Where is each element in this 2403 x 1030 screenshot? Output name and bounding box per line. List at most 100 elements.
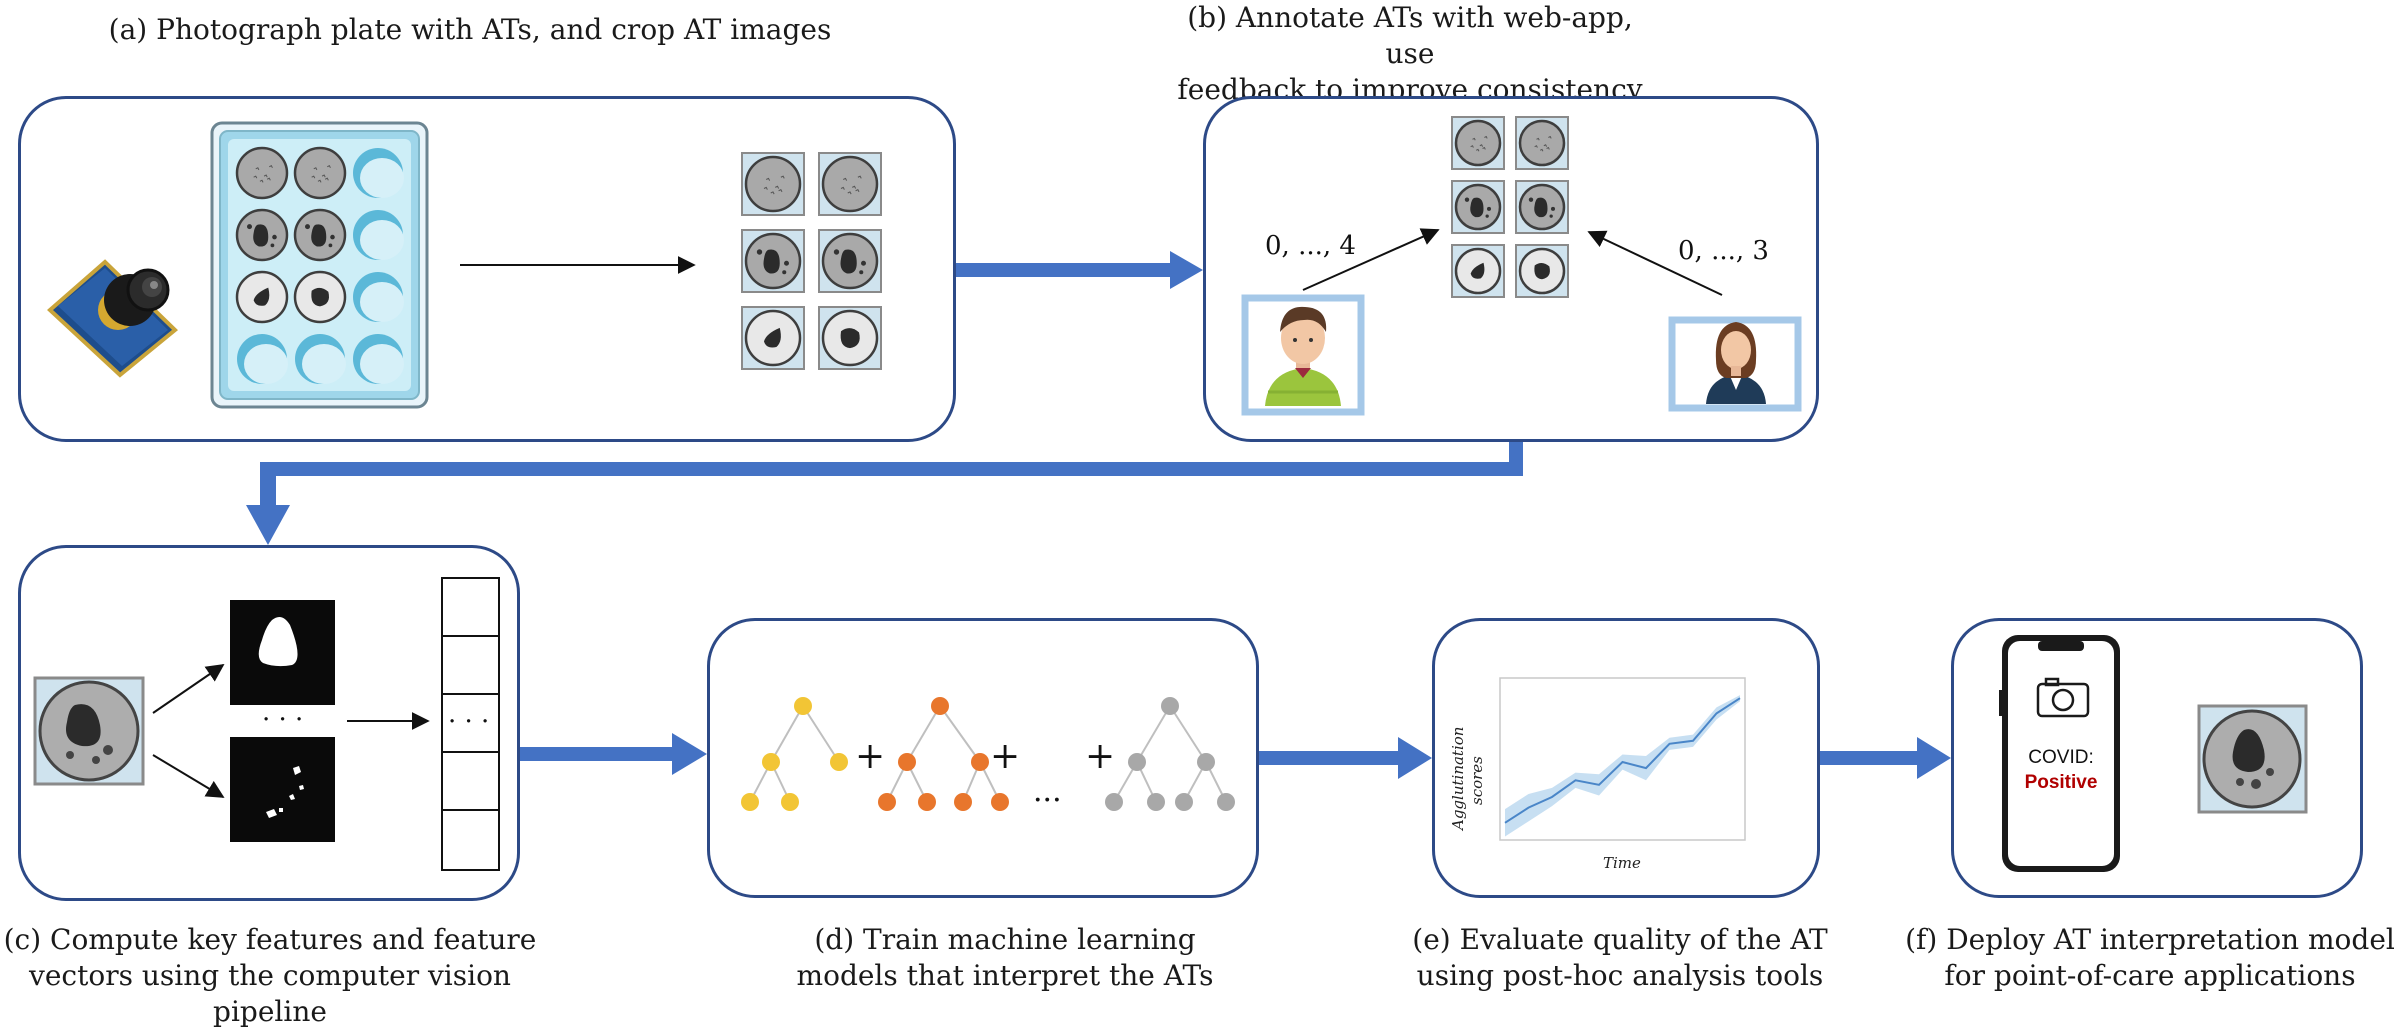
smartphone: COVID: Positive xyxy=(1999,635,2120,872)
crop-b-at-r2-c1 xyxy=(1454,183,1502,231)
crop-a-at-r3-c2 xyxy=(821,309,879,367)
phone-result: Positive xyxy=(2025,772,2098,793)
crop-b-at-r3-c2 xyxy=(1518,247,1566,295)
tree-3-node-6 xyxy=(1175,793,1193,811)
arrow-annotator-left xyxy=(1302,228,1440,291)
tree-2-node-2 xyxy=(898,753,916,771)
crop-b-at-r1-c1 xyxy=(1454,119,1502,167)
tree-ensemble xyxy=(741,697,1235,811)
crop-a-at-r1-c1 xyxy=(744,155,802,213)
caption-d-line1: (d) Train machine learning xyxy=(814,923,1196,956)
crop-a-at-r1-c2 xyxy=(821,155,879,213)
tree-2-node-5 xyxy=(918,793,936,811)
plate-well-r3-c3 xyxy=(353,272,404,322)
tree-2-node-4 xyxy=(878,793,896,811)
diagram-canvas: 0, ..., 4 0, ..., 3 · · · · · · + + + ··… xyxy=(33,116,2308,872)
caption-c-line2: vectors using the computer vision pipeli… xyxy=(29,959,511,1028)
caption-c-line1: (c) Compute key features and feature xyxy=(3,923,537,956)
caption-a: (a) Photograph plate with ATs, and crop … xyxy=(108,13,832,46)
tree-1-node-2 xyxy=(762,753,780,771)
tree-1-node-5 xyxy=(781,793,799,811)
plus-sign-1: + xyxy=(855,736,885,777)
annotation-at-images xyxy=(1451,116,1569,298)
caption-d-line2: models that interpret the ATs xyxy=(796,959,1214,992)
plate-well-r2-c3 xyxy=(353,210,404,260)
tree-3-node-7 xyxy=(1217,793,1235,811)
evaluation-plot: Agglutination scores Time xyxy=(1449,677,1746,872)
plot-mean-line xyxy=(1504,697,1741,824)
flow-arrow-e-to-f xyxy=(1820,737,1951,779)
flow-arrow-d-to-e xyxy=(1259,737,1432,779)
caption-d: (d) Train machine learning models that i… xyxy=(740,922,1270,994)
crop-b-at-r1-c2 xyxy=(1518,119,1566,167)
arrow-to-mask-top xyxy=(152,663,225,714)
plate-well-r4-c3 xyxy=(353,334,404,384)
tree-1-node-4 xyxy=(741,793,759,811)
plate-wells xyxy=(235,146,404,384)
caption-e-line1: (e) Evaluate quality of the AT xyxy=(1412,923,1828,956)
crop-b-at-r2-c2 xyxy=(1518,183,1566,231)
plate-well-r3-c2 xyxy=(293,270,347,324)
plate-well-r1-c2 xyxy=(293,146,347,200)
caption-b-line1: (b) Annotate ATs with web-app, use xyxy=(1187,1,1633,70)
panel-e xyxy=(1432,618,1820,898)
plate-well-r1-c1 xyxy=(235,146,289,200)
deployed-at-image xyxy=(2197,704,2308,814)
caption-f-line1: (f) Deploy AT interpretation model xyxy=(1905,923,2395,956)
crop-b-at-r3-c1 xyxy=(1454,247,1502,295)
plus-sign-3: + xyxy=(1085,736,1115,777)
feature-vector xyxy=(441,577,500,871)
plate-well-r4-c2 xyxy=(295,334,346,384)
caption-f: (f) Deploy AT interpretation model for p… xyxy=(1900,922,2400,994)
annotator-female-avatar xyxy=(1668,316,1802,412)
segmentation-mask-small xyxy=(230,737,335,842)
camera-icon xyxy=(47,259,179,378)
mask-ellipsis: · · · xyxy=(262,705,303,735)
well-plate xyxy=(210,121,429,409)
plot-confidence-band xyxy=(1505,695,1740,837)
crop-a-at-r3-c1 xyxy=(744,309,802,367)
flow-arrow-c-to-d xyxy=(520,733,707,775)
plate-well-r4-c1 xyxy=(237,334,288,384)
phone-test-label: COVID: xyxy=(2028,747,2093,768)
plate-well-r3-c1 xyxy=(235,270,289,324)
tree-2-node-1 xyxy=(931,697,949,715)
caption-c: (c) Compute key features and feature vec… xyxy=(0,922,540,1030)
crop-a-at-r2-c1 xyxy=(744,232,802,290)
plot-xlabel: Time xyxy=(1603,854,1641,872)
flow-arrow-a-to-b xyxy=(956,251,1203,289)
input-at-image xyxy=(33,676,145,786)
label-annotator-right-range: 0, ..., 3 xyxy=(1678,236,1769,266)
caption-e-line2: using post-hoc analysis tools xyxy=(1416,959,1824,992)
plate-well-r2-c1 xyxy=(235,208,289,262)
flow-arrow-b-to-c xyxy=(246,442,1523,545)
plate-well-r2-c2 xyxy=(293,208,347,262)
tree-2-node-7 xyxy=(991,793,1009,811)
plate-well-r1-c3 xyxy=(353,148,404,198)
tree-3-node-5 xyxy=(1147,793,1165,811)
tree-3 xyxy=(1105,697,1235,811)
flow-arrows xyxy=(246,251,1951,779)
caption-e: (e) Evaluate quality of the AT using pos… xyxy=(1390,922,1850,994)
tree-1-node-3 xyxy=(830,753,848,771)
tree-1 xyxy=(741,697,848,811)
tree-3-node-1 xyxy=(1161,697,1179,715)
tree-3-node-3 xyxy=(1197,753,1215,771)
tree-3-node-2 xyxy=(1128,753,1146,771)
tree-3-node-4 xyxy=(1105,793,1123,811)
annotator-male-avatar xyxy=(1241,294,1365,416)
tree-2 xyxy=(878,697,1009,811)
plot-ylabel-line2: scores xyxy=(1468,756,1486,805)
plot-series xyxy=(1504,695,1741,837)
segmentation-mask-large xyxy=(230,600,335,705)
ensemble-ellipsis: ··· xyxy=(1033,783,1062,818)
cropped-at-images xyxy=(741,152,882,370)
tree-2-node-6 xyxy=(954,793,972,811)
arrow-annotator-right xyxy=(1587,230,1723,296)
arrow-to-mask-bottom xyxy=(152,754,225,798)
label-annotator-left-range: 0, ..., 4 xyxy=(1265,231,1356,261)
crop-a-at-r2-c2 xyxy=(821,232,879,290)
plus-sign-2: + xyxy=(990,736,1020,777)
feature-vector-ellipsis: · · · xyxy=(448,707,489,737)
plot-ylabel-line1: Agglutination xyxy=(1449,727,1467,832)
